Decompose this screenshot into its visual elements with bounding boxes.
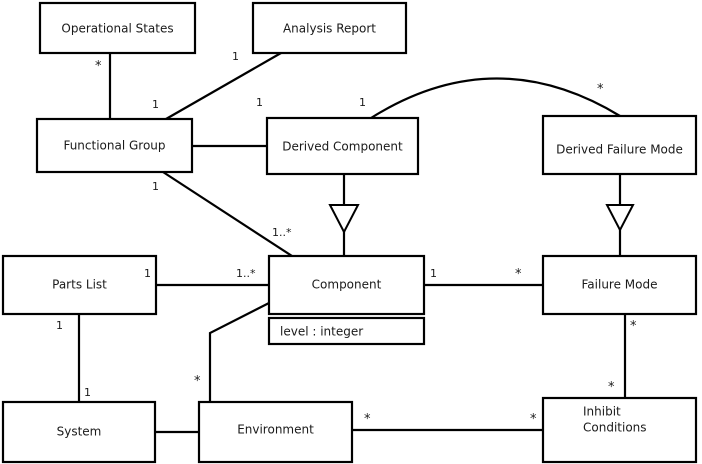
class-rect-analysis-report bbox=[251, 1, 408, 55]
class-label-inhibit-conditions-line2: Conditions bbox=[583, 421, 647, 435]
multiplicity-failure-mode-to-inhibit: * bbox=[630, 319, 637, 334]
class-label-component: Component bbox=[312, 278, 382, 292]
multiplicity-component-from-parts-list: 1..* bbox=[236, 267, 256, 280]
class-label-operational-states: Operational States bbox=[61, 22, 173, 36]
class-rect-operational-states bbox=[38, 1, 197, 55]
class-rect-inhibit-conditions bbox=[541, 396, 698, 464]
class-box-operational-states[interactable]: Operational States bbox=[38, 1, 197, 55]
multiplicity-parts-list-to-component: 1 bbox=[144, 267, 151, 280]
multiplicity-failure-mode-from-component: * bbox=[515, 267, 522, 282]
class-label-analysis-report: Analysis Report bbox=[283, 22, 376, 36]
multiplicity-functional-group-to-component: 1 bbox=[152, 180, 159, 193]
class-label-failure-mode: Failure Mode bbox=[582, 278, 658, 292]
class-box-analysis-report[interactable]: Analysis Report bbox=[251, 1, 408, 55]
multiplicity-system-to-parts-list: 1 bbox=[84, 386, 91, 399]
class-rect-parts-list bbox=[1, 254, 158, 316]
class-label-parts-list: Parts List bbox=[52, 278, 107, 292]
class-rect-functional-group bbox=[35, 117, 194, 174]
multiplicity-derived-failure-mode-arc: * bbox=[597, 82, 604, 97]
class-box-environment[interactable]: Environment bbox=[197, 400, 354, 464]
class-rect-failure-mode bbox=[541, 254, 698, 316]
multiplicity-derived-component-arc: 1 bbox=[359, 96, 366, 109]
class-label-system: System bbox=[57, 425, 102, 439]
multiplicity-parts-list-to-system: 1 bbox=[56, 319, 63, 332]
class-label-derived-failure-mode: Derived Failure Mode bbox=[556, 143, 683, 157]
multiplicity-component-to-failure-mode: 1 bbox=[430, 267, 437, 280]
multiplicity-operational-states-to-functional-group: * bbox=[95, 59, 102, 74]
class-box-inhibit-conditions[interactable]: Inhibit Conditions bbox=[541, 396, 698, 464]
multiplicity-functional-group-to-analysis-report: 1 bbox=[152, 98, 159, 111]
class-box-component[interactable]: Component level : integer bbox=[267, 254, 426, 346]
generalization-triangle-component bbox=[328, 204, 360, 235]
multiplicity-functional-group-to-derived-component: 1 bbox=[256, 96, 263, 109]
class-attribute-component-level: level : integer bbox=[280, 325, 363, 339]
edge-functional-group-component bbox=[162, 171, 293, 257]
class-box-failure-mode[interactable]: Failure Mode bbox=[541, 254, 698, 316]
class-rect-environment bbox=[197, 400, 354, 464]
generalization-triangle-failure-mode bbox=[605, 204, 635, 233]
multiplicity-inhibit-from-environment: * bbox=[530, 412, 537, 427]
multiplicity-analysis-report-end: 1 bbox=[232, 50, 239, 63]
multiplicity-inhibit-from-failure-mode: * bbox=[608, 380, 615, 395]
class-label-functional-group: Functional Group bbox=[63, 139, 165, 153]
multiplicity-environment-to-component: * bbox=[194, 374, 201, 389]
class-label-derived-component: Derived Component bbox=[282, 140, 403, 154]
class-rect-derived-component bbox=[265, 116, 420, 176]
class-box-derived-failure-mode[interactable]: Derived Failure Mode bbox=[541, 114, 698, 176]
class-label-inhibit-conditions-line1: Inhibit bbox=[583, 405, 621, 419]
class-label-environment: Environment bbox=[237, 423, 314, 437]
class-box-system[interactable]: System bbox=[1, 400, 157, 464]
class-rect-component bbox=[267, 254, 426, 316]
class-box-derived-component[interactable]: Derived Component bbox=[265, 116, 420, 176]
edge-derived-component-derived-failure-mode bbox=[370, 77, 621, 119]
class-box-functional-group[interactable]: Functional Group bbox=[35, 117, 194, 174]
class-rect-component-attributes bbox=[267, 316, 426, 346]
multiplicity-component-from-functional-group: 1..* bbox=[272, 226, 292, 239]
class-box-parts-list[interactable]: Parts List bbox=[1, 254, 158, 316]
edge-functional-group-analysis-report bbox=[165, 52, 282, 120]
class-rect-system bbox=[1, 400, 157, 464]
edge-component-environment bbox=[208, 302, 270, 402]
class-rect-derived-failure-mode bbox=[541, 114, 698, 176]
multiplicity-environment-to-inhibit: * bbox=[364, 412, 371, 427]
